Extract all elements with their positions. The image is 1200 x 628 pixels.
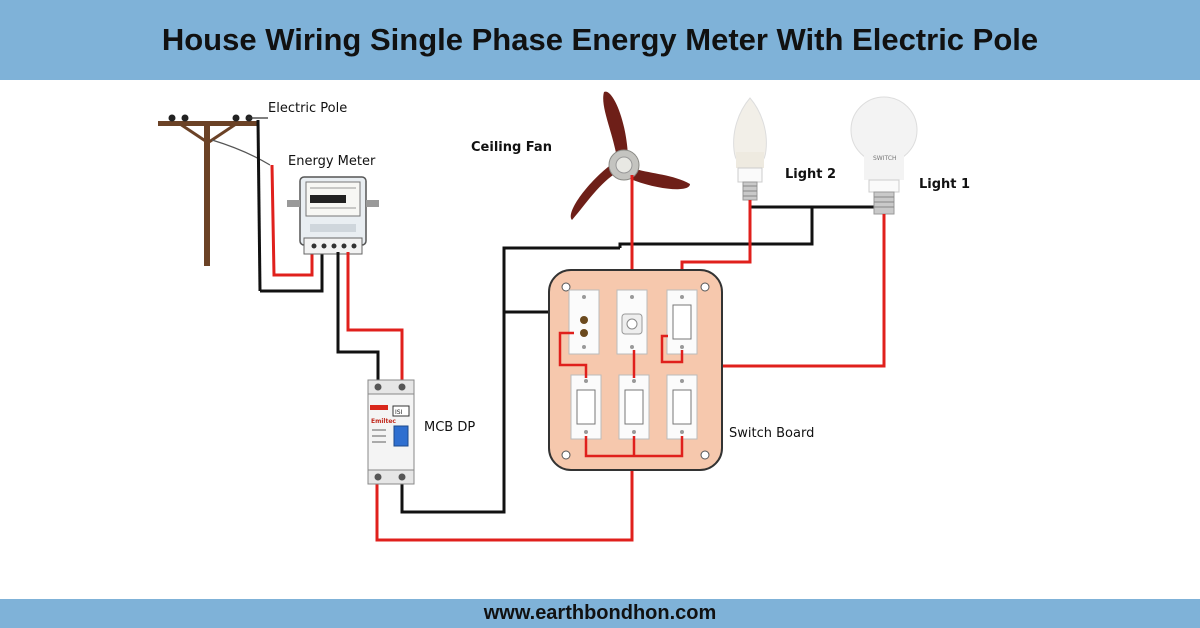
energy-meter (287, 176, 379, 255)
switch-board-label: Switch Board (729, 426, 815, 441)
title-banner: House Wiring Single Phase Energy Meter W… (0, 0, 1200, 80)
meter-output-wires (336, 205, 880, 542)
mcb-dp-label: MCB DP (424, 420, 476, 435)
mcb-dp: Emiltec ISI (367, 379, 415, 485)
mcb-brand-text: Emiltec (371, 418, 396, 425)
service-drop-wires (211, 117, 324, 293)
mcb-isi-text: ISI (395, 409, 403, 416)
switch-fan (618, 374, 650, 440)
switch-socket (570, 374, 602, 440)
electric-pole-label: Electric Pole (268, 101, 348, 116)
ceiling-fan-label: Ceiling Fan (471, 140, 552, 155)
socket-2-pin (568, 289, 600, 355)
page-title: House Wiring Single Phase Energy Meter W… (161, 22, 1039, 57)
footer-banner: www.earthbondhon.com (0, 599, 1200, 628)
switch-board (548, 269, 723, 471)
ceiling-fan (570, 91, 690, 290)
light-2-bulb (680, 97, 767, 290)
light-1-bulb: SWITCH (680, 96, 918, 378)
fan-regulator (616, 289, 648, 355)
light-2-label: Light 2 (785, 167, 837, 182)
electric-pole (158, 114, 258, 266)
footer-url: www.earthbondhon.com (483, 602, 717, 624)
bulb-brand-text: SWITCH (873, 155, 897, 162)
switch-light-1 (666, 374, 698, 440)
light-1-label: Light 1 (919, 177, 971, 192)
energy-meter-label: Energy Meter (288, 154, 376, 169)
switch-light-2 (666, 289, 698, 355)
